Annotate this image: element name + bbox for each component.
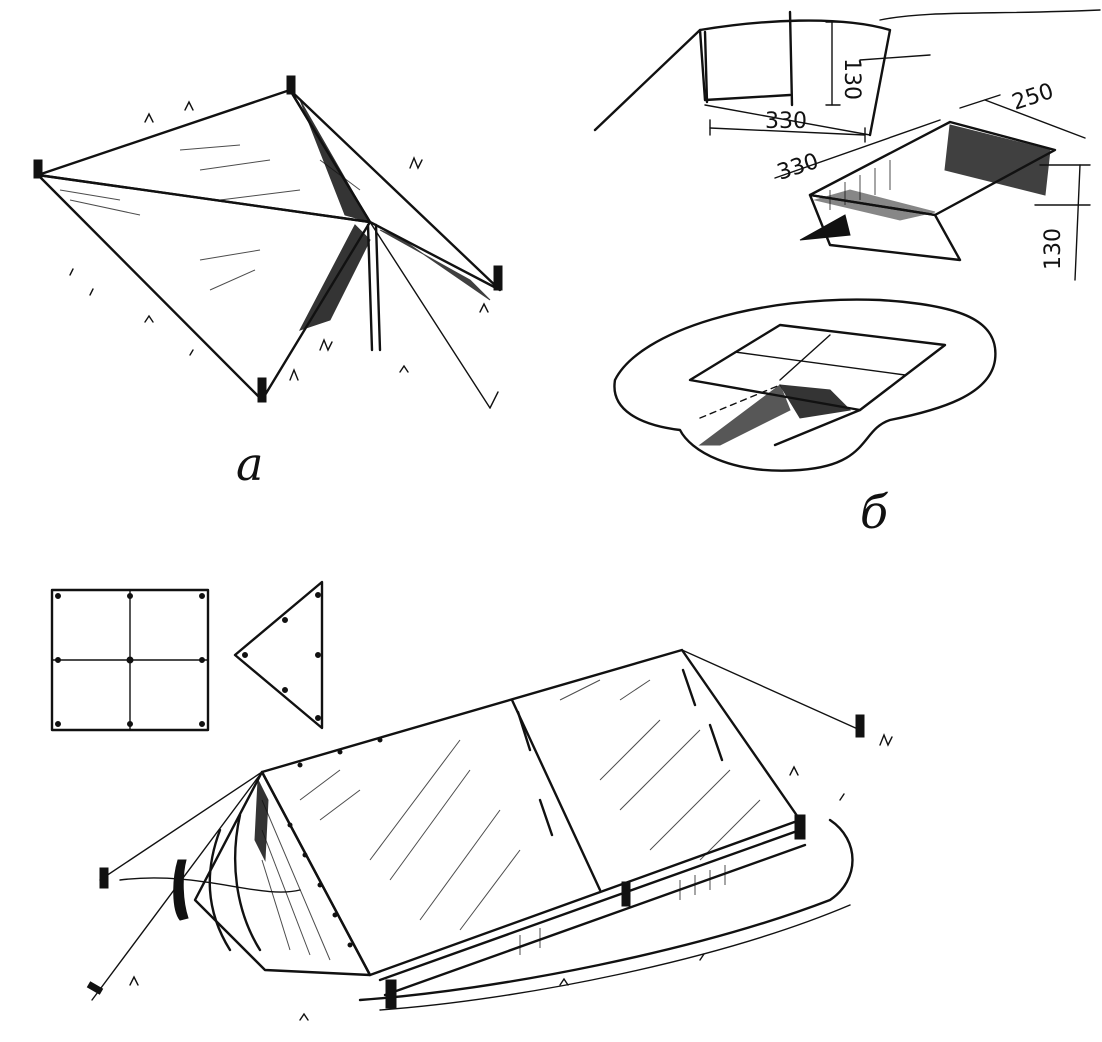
covered-dugout bbox=[613, 298, 997, 472]
dug-pit bbox=[774, 94, 1091, 281]
dim-trench-length: 330 bbox=[765, 109, 807, 134]
panel-a-label: а bbox=[236, 437, 263, 491]
dim-pit-length: 330 bbox=[774, 149, 822, 186]
tarp-triangle-diagram bbox=[233, 580, 324, 730]
dim-pit-width: 250 bbox=[1009, 79, 1057, 116]
ridge-tent bbox=[86, 648, 893, 1021]
panel-b-label: б bbox=[860, 485, 889, 539]
dim-trench-height: 130 bbox=[839, 58, 864, 100]
trench-cross-section bbox=[593, 9, 1101, 143]
panel-a-tarp-shelter bbox=[33, 75, 503, 409]
dim-pit-depth: 130 bbox=[1041, 228, 1066, 270]
tarp-square-diagram bbox=[50, 588, 210, 732]
panel-b-dugout: 330 130 330 250 bbox=[593, 9, 1101, 472]
